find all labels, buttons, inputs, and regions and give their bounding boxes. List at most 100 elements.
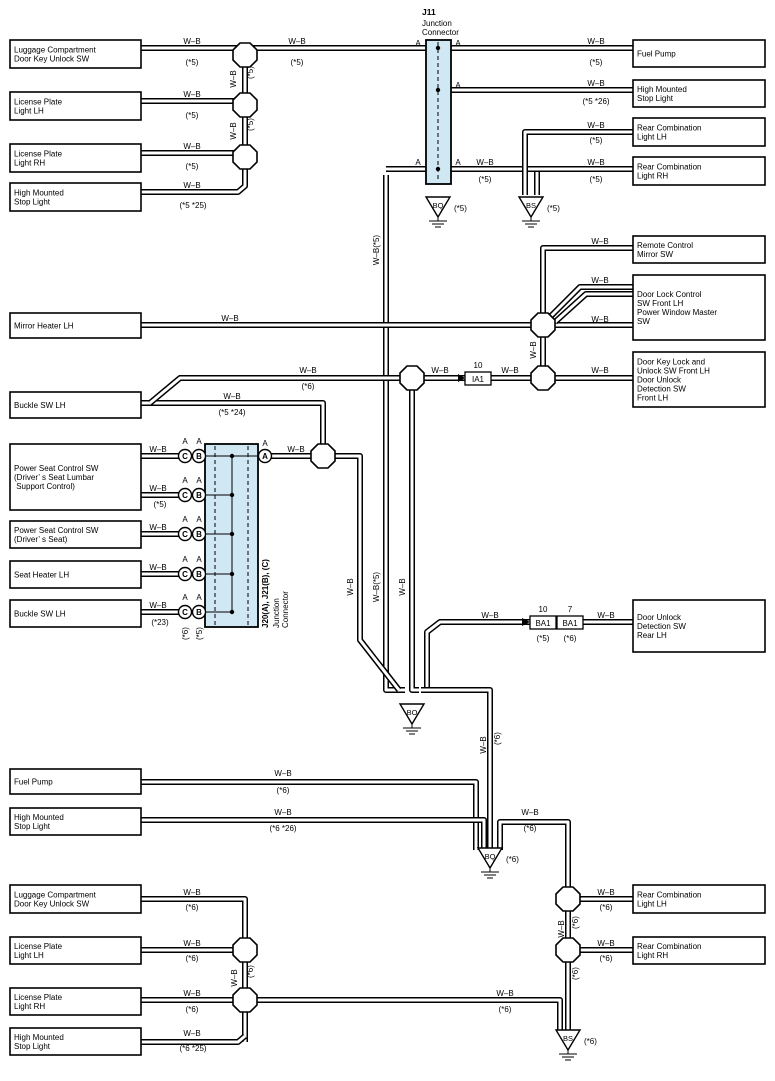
option-note: (*6) [186,954,199,963]
wire-plate-rh2 [141,997,563,1030]
option-note: (*6) [277,786,290,795]
option-note: (*5) [590,58,603,67]
wire-door-key [540,325,633,381]
option-note: (*6) [499,1005,512,1014]
label-line: J20(A), J21(B), (C) [261,559,270,628]
label-line: SW Front LH [637,299,683,308]
wire-color-label: W–B [183,989,200,998]
option-note: (*5 *25) [179,201,206,210]
label-line: IA1 [472,375,485,384]
box-r-rcl-rh-box [632,156,766,186]
label-line: (*6) [277,786,290,795]
wire-color-label: W–B [149,445,166,454]
ground-bq-bottom-note: (*6) [506,855,519,864]
label-line: (*5) [291,58,304,67]
wire-color-label: W–B [149,523,166,532]
j20-pin-a-out-letter: A [262,452,268,461]
label-line: A [182,476,188,485]
option-note: (*5 *24) [218,408,245,417]
label-line: 10 [539,605,548,614]
label-line: (*6) [600,954,613,963]
label-line: (*5) [186,58,199,67]
box-buckle-1-label: Buckle SW LH [14,401,66,410]
label-line: (*5 *25) [179,201,206,210]
label-line: A [182,515,188,524]
box-r-rcl-lh-2-box [632,884,766,914]
box-plate-rh-1-box [9,143,142,173]
label-line: BA1 [562,619,578,628]
wire-color-label: W–B [299,366,316,375]
label-line: (*5) [246,118,255,131]
j20-pin-a-label: A [196,555,202,564]
box-plate-lh-1-box [9,91,142,121]
ba1-b-num: 7 [568,605,573,614]
label-line: (*5) [154,500,167,509]
splice-point-5 [530,365,556,391]
label-line: (Driver’ s Seat) [14,535,68,544]
label-line: License Plate [14,993,63,1002]
label-line: (*6) [186,1005,199,1014]
ground-bs-bottom-note: (*6) [584,1037,597,1046]
ba1-a-num: 10 [539,605,548,614]
label-line: A [196,476,202,485]
label-line: (*5) [454,204,467,213]
box-plate-rh-2-box [9,987,142,1016]
j20-pin-b-letter: B [196,570,202,579]
option-note: (*6) [600,954,613,963]
label-line: Light RH [14,1002,45,1011]
label-line: A [415,39,421,48]
wire-hms2 [141,817,487,850]
option-note: (*23) [151,618,169,627]
wire-color-label: W–B [183,1029,200,1038]
wire-color-label: W–B [496,989,513,998]
wire-color-label: W–B [481,611,498,620]
ground-bq-top-symbol [424,196,452,219]
label-line: Connector [422,28,459,37]
label-line: 10 [474,361,483,370]
label-line: Remote Control [637,241,693,250]
wire-door-key-core [541,325,633,380]
option-note: (*6 *26) [269,824,296,833]
wire-fuel2 [141,779,479,850]
node-layer [9,39,766,1061]
label-line: BQ [433,201,444,210]
ba1-b-id: BA1 [562,619,578,628]
wire-note-vertical: W–B(*5) [372,572,381,603]
splice-point-4 [530,312,556,338]
j20-id: J20(A), J21(B), (C) [261,559,270,628]
label-line: Mirror SW [637,250,673,259]
j20-pin-c-letter: C [182,491,188,500]
label-line: Support Control) [14,482,75,491]
label-line: High Mounted [14,189,64,198]
ia1-box [464,371,492,386]
ground-bs-top-note: (*5) [547,204,560,213]
label-line: Light RH [637,172,668,181]
label-line: Light RH [14,159,45,168]
label-line: (*6 *26) [269,824,296,833]
label-line: Light LH [14,951,44,960]
wire-color-label: W–B [274,769,291,778]
wire-bo-to-bq [421,687,493,850]
wire-bo-to-bq-core [421,688,492,850]
label-line: A [196,515,202,524]
j20-pin-b [191,566,207,582]
option-note: (*5) [186,58,199,67]
option-note-vertical: (*6) [493,732,502,745]
wire-door-lock-b-core [553,292,633,324]
option-note-vertical: (*6) [246,965,255,978]
j20-pin-b [191,604,207,620]
label-line: A [196,437,202,446]
j11-pin-label: A [455,158,461,167]
wire-color-label: W–B [183,939,200,948]
box-mirror-heater-label: Mirror Heater LH [14,322,74,331]
option-note: (*5) [590,175,603,184]
label-line: (*6 *25) [179,1044,206,1053]
j11-node [435,166,441,172]
wire-color-label: W–B [183,142,200,151]
